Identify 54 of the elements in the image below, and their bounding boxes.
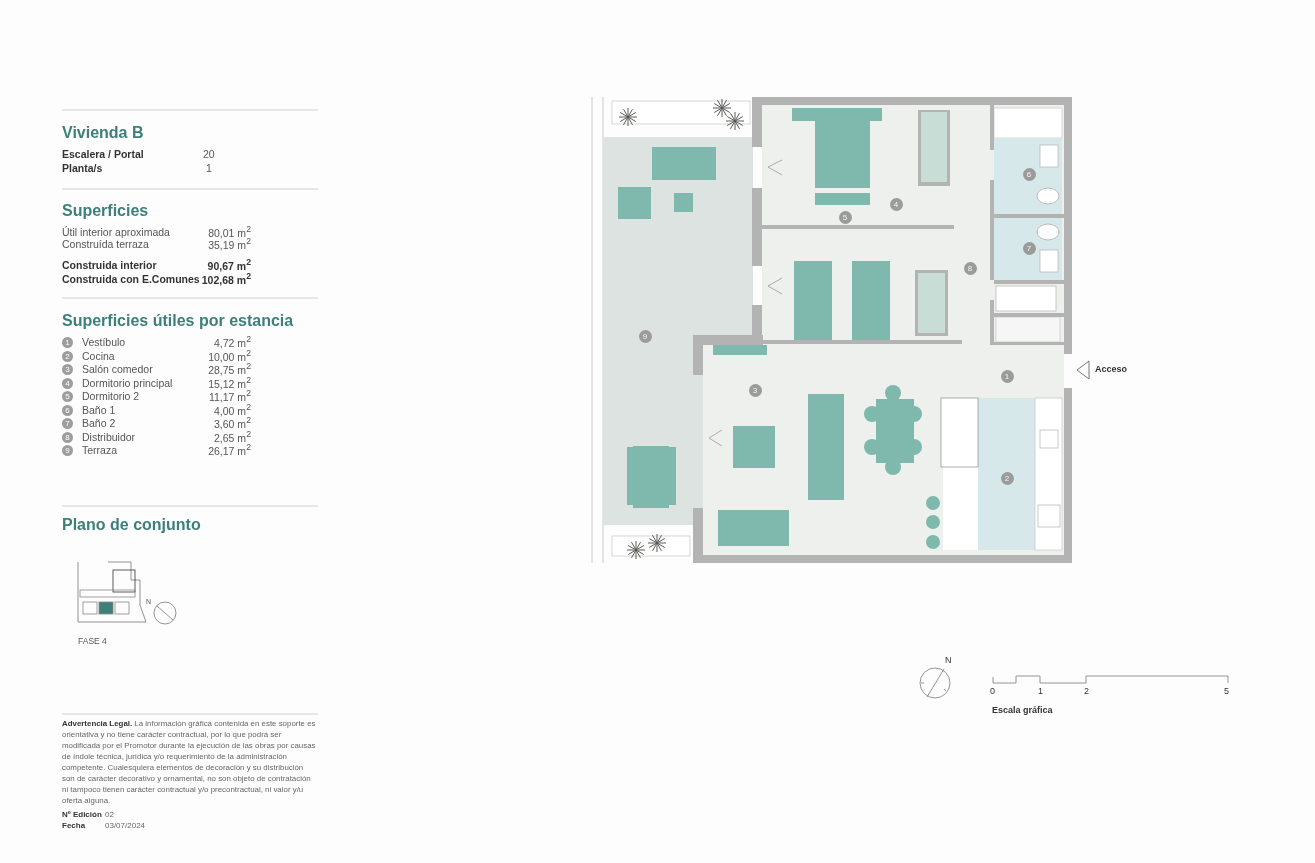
room-area: 11,17 m$^{2}$ bbox=[208, 388, 251, 404]
scale-tick-label: 2 bbox=[1084, 686, 1089, 697]
area-label: Construída terraza bbox=[62, 238, 149, 251]
room-name: Cocina bbox=[82, 349, 115, 363]
room-name: Terraza bbox=[82, 444, 117, 457]
scale-tick-label: 5 bbox=[1224, 686, 1229, 697]
area-value: 102,68 m$^{2}$ bbox=[201, 271, 251, 287]
field-label: Planta/s bbox=[62, 162, 103, 175]
scale-tick-label: 0 bbox=[990, 686, 995, 697]
room-area: 15,12 m$^{2}$ bbox=[208, 374, 251, 390]
room-name: Salón comedor bbox=[82, 363, 153, 376]
section-heading: Superficies útiles por estancia bbox=[62, 311, 294, 331]
area-value: 80,01 m$^{2}$ bbox=[208, 224, 251, 239]
room-name: Dormitorio 2 bbox=[82, 390, 140, 403]
date-label: Fecha bbox=[62, 821, 86, 831]
entrance-label: Acceso bbox=[1095, 364, 1128, 375]
scale-tick-label: 1 bbox=[1038, 686, 1043, 697]
room-number-bullet: 1 bbox=[62, 337, 73, 348]
room-name: Dormitorio principal bbox=[82, 376, 173, 390]
phase-label: FASE 4 bbox=[78, 636, 107, 647]
room-name: Vestíbulo bbox=[82, 336, 126, 349]
section-heading: Superficies bbox=[62, 201, 149, 221]
room-area: 4,00 m$^{2}$ bbox=[214, 401, 251, 417]
room-number-bullet: 4 bbox=[62, 377, 73, 389]
field-label: Escalera / Portal bbox=[62, 148, 144, 161]
date-value: 03/07/2024 bbox=[105, 821, 146, 831]
room-area: 28,75 m$^{2}$ bbox=[208, 361, 251, 377]
area-label: Construida interior bbox=[62, 259, 157, 272]
room-number-bullet: 3 bbox=[62, 364, 73, 375]
room-area: 2,65 m$^{2}$ bbox=[214, 428, 251, 444]
section-heading: Vivienda B bbox=[62, 123, 144, 143]
room-number-bullet: 2 bbox=[62, 350, 73, 362]
edition-value: 02 bbox=[105, 810, 114, 820]
edition-label: Nº Edición bbox=[62, 810, 102, 820]
room-area: 3,60 m$^{2}$ bbox=[214, 415, 251, 431]
field-value: 20 bbox=[203, 148, 215, 161]
room-area: 10,00 m$^{2}$ bbox=[208, 347, 251, 363]
north-label: N bbox=[945, 655, 952, 666]
field-value: 1 bbox=[206, 162, 212, 175]
area-label: Construida con E.Comunes bbox=[62, 273, 200, 286]
room-number-bullet: 5 bbox=[62, 391, 73, 402]
room-name: Distribuidor bbox=[82, 430, 136, 444]
room-area: 4,72 m$^{2}$ bbox=[214, 334, 251, 350]
scale-title: Escala gráfica bbox=[992, 705, 1053, 716]
area-value: 90,67 m$^{2}$ bbox=[207, 257, 251, 273]
room-number-bullet: 7 bbox=[62, 418, 73, 429]
room-number-bullet: 9 bbox=[62, 445, 73, 456]
room-name: Baño 2 bbox=[82, 417, 116, 430]
room-number-bullet: 8 bbox=[62, 431, 73, 443]
area-label: Útil interior aproximada bbox=[62, 226, 170, 239]
section-heading: Plano de conjunto bbox=[62, 515, 201, 535]
room-number-bullet: 6 bbox=[62, 404, 73, 416]
room-name: Baño 1 bbox=[82, 403, 116, 417]
room-area: 26,17 m$^{2}$ bbox=[208, 442, 251, 458]
